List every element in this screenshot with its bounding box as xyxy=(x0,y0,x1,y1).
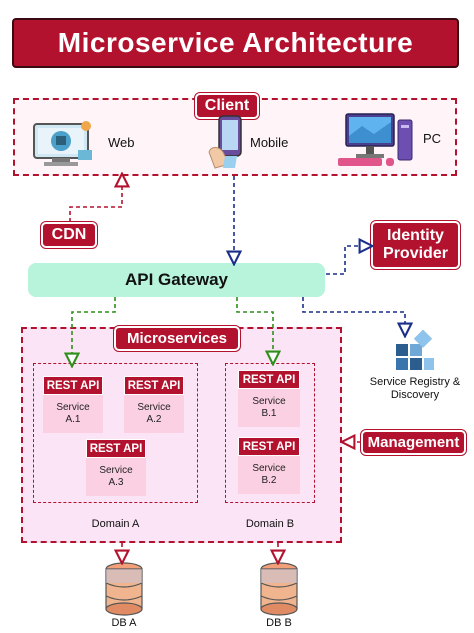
service-line2: A.2 xyxy=(146,414,162,425)
service-line2: A.3 xyxy=(108,477,124,488)
db-b-label: DB B xyxy=(266,617,292,629)
microservices-badge: Microservices xyxy=(114,326,240,351)
api-gateway-label: API Gateway xyxy=(125,270,228,289)
microservices-label: Microservices xyxy=(126,330,228,347)
web-robot-icon xyxy=(33,121,92,166)
service-line2: A.1 xyxy=(65,414,81,425)
cdn-badge: CDN xyxy=(41,222,97,248)
service-line1: Service xyxy=(252,463,286,474)
management-label: Management xyxy=(367,434,460,451)
service-card-a2: REST API Service A.2 xyxy=(124,376,184,433)
identity-provider-badge: Identity Provider xyxy=(371,221,460,269)
rest-api-header: REST API xyxy=(43,376,103,395)
service-line2: B.2 xyxy=(261,475,277,486)
service-card-a3: REST API Service A.3 xyxy=(86,439,146,496)
client-badge: Client xyxy=(195,93,259,119)
domain-b-label: Domain B xyxy=(245,518,295,530)
service-name: Service A.3 xyxy=(86,458,146,489)
arrow-gateway-to-domain-a xyxy=(72,297,116,360)
service-name: Service B.1 xyxy=(238,389,300,420)
service-line1: Service xyxy=(137,402,171,413)
rest-api-header: REST API xyxy=(86,439,146,458)
service-line2: B.1 xyxy=(261,408,277,419)
identity-provider-line2: Provider xyxy=(383,245,448,262)
service-card-b1: REST API Service B.1 xyxy=(238,370,300,427)
service-line1: Service xyxy=(99,465,133,476)
arrow-gateway-to-identity xyxy=(326,246,366,275)
domain-a-label: Domain A xyxy=(91,518,140,530)
service-line1: Service xyxy=(252,396,286,407)
rest-api-header: REST API xyxy=(238,370,300,389)
service-card-b2: REST API Service B.2 xyxy=(238,437,300,494)
registry-line1: Service Registry & xyxy=(369,376,461,388)
page-title: Microservice Architecture xyxy=(57,27,414,58)
rest-api-header: REST API xyxy=(238,437,300,456)
service-name: Service A.2 xyxy=(124,395,184,426)
service-registry-label: Service Registry & Discovery xyxy=(360,376,470,402)
service-name: Service A.1 xyxy=(43,395,103,426)
arrow-cdn-to-client xyxy=(69,180,122,222)
client-label: Client xyxy=(204,97,250,114)
identity-provider-line1: Identity xyxy=(387,227,444,244)
mobile-phone-icon xyxy=(208,115,242,169)
database-icon-a xyxy=(105,562,143,616)
api-gateway-box: API Gateway xyxy=(28,263,325,297)
management-badge: Management xyxy=(361,430,466,455)
title-banner: Microservice Architecture xyxy=(12,18,459,68)
rest-api-header: REST API xyxy=(124,376,184,395)
desktop-pc-icon xyxy=(338,113,413,166)
service-line1: Service xyxy=(56,402,90,413)
client-item-pc: PC xyxy=(423,131,442,146)
db-a-label: DB A xyxy=(111,617,137,629)
arrow-gateway-to-registry xyxy=(302,297,405,330)
service-name: Service B.2 xyxy=(238,456,300,487)
registry-line2: Discovery xyxy=(390,389,440,401)
service-registry-icon xyxy=(396,330,434,370)
service-card-a1: REST API Service A.1 xyxy=(43,376,103,433)
client-item-web: Web xyxy=(108,135,135,150)
arrow-gateway-to-domain-b xyxy=(236,297,273,358)
database-icon-b xyxy=(260,562,298,616)
client-item-mobile: Mobile xyxy=(250,135,289,150)
cdn-label: CDN xyxy=(51,226,87,243)
